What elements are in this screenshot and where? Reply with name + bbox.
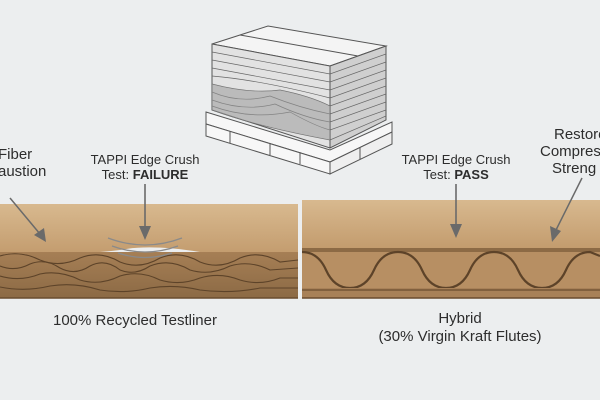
failure-result: FAILURE	[132, 167, 189, 182]
fiber-label-line1: Fiber	[0, 146, 33, 163]
recycled-board-sample	[0, 204, 299, 299]
right-test-label: TAPPI Edge Crush Test: PASS	[396, 152, 516, 182]
restore-label-line2: Compres	[540, 143, 600, 160]
fiber-label-line2: austion	[0, 163, 47, 180]
hybrid-caption-title: Hybrid	[438, 310, 482, 327]
right-test-title: TAPPI Edge Crush	[401, 152, 511, 167]
left-test-title: TAPPI Edge Crush	[90, 152, 200, 167]
fiber-exhaustion-label: Fiber austion	[0, 146, 46, 180]
hybrid-caption: Hybrid (30% Virgin Kraft Flutes)	[360, 310, 560, 346]
restored-strength-label: Restore Compres Streng	[540, 126, 600, 177]
recycled-caption: 100% Recycled Testliner	[53, 312, 217, 329]
pallet-stack-icon	[205, 25, 393, 175]
right-test-result-line: Test: PASS	[423, 167, 489, 182]
arrow-icon	[9, 177, 583, 242]
restore-label-line3: Streng	[552, 160, 597, 177]
restore-label-line1: Restore	[554, 126, 600, 143]
left-test-result-line: Test: FAILURE	[101, 167, 189, 182]
pass-result: PASS	[454, 167, 489, 182]
hybrid-caption-detail: (30% Virgin Kraft Flutes)	[378, 328, 542, 345]
left-test-label: TAPPI Edge Crush Test: FAILURE	[85, 152, 205, 182]
hybrid-board-sample	[301, 200, 600, 299]
